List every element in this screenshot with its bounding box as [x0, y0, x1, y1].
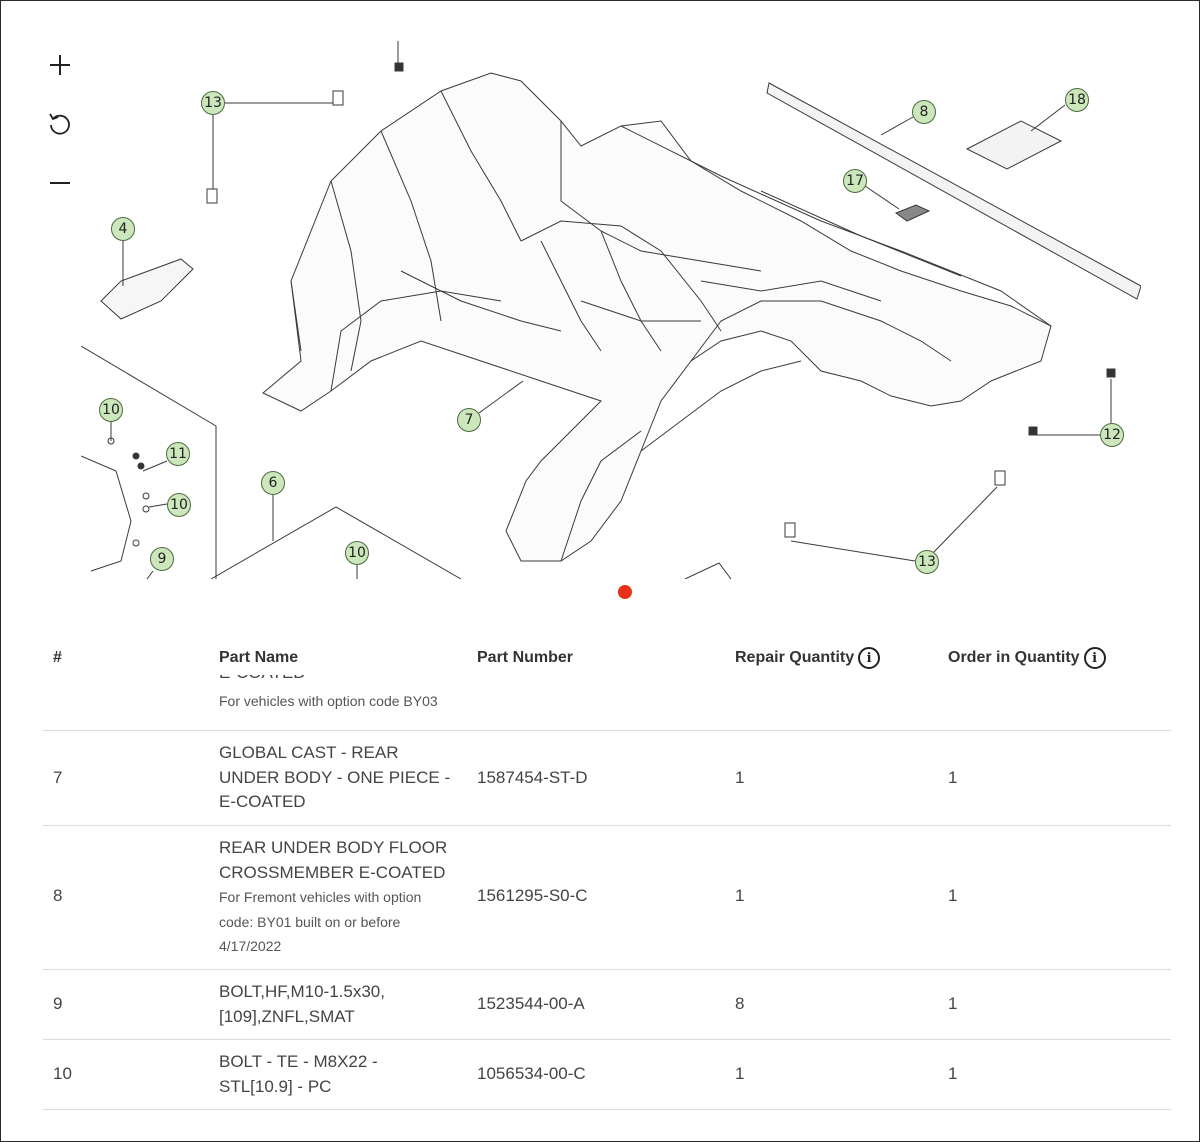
table-row[interactable]: 10 BOLT - TE - M8X22 - STL[10.9] - PC 10…	[43, 1040, 1171, 1110]
row-index: 9	[53, 994, 63, 1013]
callout-8[interactable]: 8	[912, 100, 936, 124]
part-name-line: GLOBAL CAST - REAR	[219, 743, 399, 762]
part-number: 1523544-00-A	[477, 994, 585, 1013]
order-quantity: 1	[948, 1064, 958, 1083]
part-name: E-COATED	[219, 675, 306, 686]
zoom-out-button[interactable]	[41, 164, 79, 202]
info-icon[interactable]: i	[1083, 647, 1106, 669]
part-note-line: For Fremont vehicles with option	[219, 889, 422, 905]
repair-quantity: 1	[735, 886, 745, 905]
repair-quantity: 1	[735, 1064, 745, 1083]
callout-9[interactable]: 9	[150, 547, 174, 571]
part-number: 1056534-00-C	[477, 1064, 586, 1083]
callout-12[interactable]: 12	[1100, 423, 1124, 447]
repair-quantity: 1	[735, 768, 745, 787]
repair-quantity-label: Repair Quantity	[735, 649, 855, 666]
order-quantity: 1	[948, 994, 958, 1013]
part-note-line: code: BY01 built on or before	[219, 913, 401, 930]
callout-7[interactable]: 7	[457, 408, 481, 432]
part-number: 1587454-ST-D	[477, 768, 588, 787]
plus-icon	[50, 55, 70, 75]
part-name: GLOBAL CAST - REAR UNDER BODY - ONE PIEC…	[219, 741, 450, 815]
order-quantity: 1	[948, 886, 958, 905]
callout-11[interactable]: 11	[166, 442, 190, 466]
column-header-repair-quantity: Repair Quantity i	[735, 641, 881, 675]
column-header-part-name: Part Name	[219, 649, 299, 666]
column-header-order-quantity: Order in Quantity i	[948, 641, 1106, 675]
part-number: 1561295-S0-C	[477, 886, 588, 905]
part-name-line: UNDER BODY - ONE PIECE -	[219, 767, 451, 787]
row-index: 10	[53, 1064, 72, 1083]
minus-icon	[50, 182, 70, 184]
diagram-drawing	[81, 41, 1141, 579]
parts-table-header: # Part Name Part Number Repair Quantity …	[43, 641, 1171, 675]
part-name: BOLT,HF,M10-1.5x30, [109],ZNFL,SMAT	[219, 980, 385, 1029]
part-name-line: STL[10.9] - PC	[219, 1076, 332, 1096]
callout-13[interactable]: 13	[915, 550, 939, 574]
order-quantity-label: Order in Quantity	[948, 649, 1080, 666]
info-icon[interactable]: i	[858, 647, 881, 669]
part-name-line: CROSSMEMBER E-COATED	[219, 862, 446, 882]
callout-10[interactable]: 10	[345, 541, 369, 565]
active-view-indicator[interactable]	[618, 585, 632, 599]
callout-6[interactable]: 6	[261, 471, 285, 495]
callout-13[interactable]: 13	[201, 91, 225, 115]
column-header-index: #	[53, 649, 62, 666]
order-quantity: 1	[948, 768, 958, 787]
part-name-line: REAR UNDER BODY FLOOR	[219, 838, 448, 857]
exploded-parts-diagram[interactable]: 13 4 10 11 10 9 6 10 7 8 18 17 12 13	[1, 1, 1199, 601]
table-row[interactable]: 9 BOLT,HF,M10-1.5x30, [109],ZNFL,SMAT 15…	[43, 970, 1171, 1040]
part-note: For vehicles with option code BY03	[219, 693, 438, 709]
zoom-in-button[interactable]	[41, 46, 79, 84]
table-row[interactable]: 7 GLOBAL CAST - REAR UNDER BODY - ONE PI…	[43, 731, 1171, 826]
parts-table-body[interactable]: E-COATED For vehicles with option code B…	[43, 675, 1171, 1111]
part-name: BOLT - TE - M8X22 - STL[10.9] - PC	[219, 1050, 378, 1099]
table-row[interactable]: 8 REAR UNDER BODY FLOOR CROSSMEMBER E-CO…	[43, 826, 1171, 970]
part-name-line: BOLT,HF,M10-1.5x30,	[219, 982, 385, 1001]
callout-10[interactable]: 10	[167, 493, 191, 517]
callout-18[interactable]: 18	[1065, 88, 1089, 112]
table-row[interactable]: E-COATED For vehicles with option code B…	[43, 675, 1171, 731]
callout-17[interactable]: 17	[843, 169, 867, 193]
part-name-line: [109],ZNFL,SMAT	[219, 1006, 355, 1026]
row-index: 7	[53, 768, 63, 787]
column-header-part-number: Part Number	[477, 649, 574, 666]
part-name: REAR UNDER BODY FLOOR CROSSMEMBER E-COAT…	[219, 836, 447, 959]
callout-10[interactable]: 10	[99, 398, 123, 422]
row-index: 8	[53, 886, 63, 905]
part-name-line: E-COATED	[219, 792, 306, 811]
callout-4[interactable]: 4	[111, 217, 135, 241]
reset-view-button[interactable]	[41, 105, 79, 143]
part-name-line: BOLT - TE - M8X22 -	[219, 1052, 378, 1071]
rotate-reset-icon	[49, 113, 70, 135]
repair-quantity: 8	[735, 994, 745, 1013]
part-note-line: 4/17/2022	[219, 938, 282, 954]
